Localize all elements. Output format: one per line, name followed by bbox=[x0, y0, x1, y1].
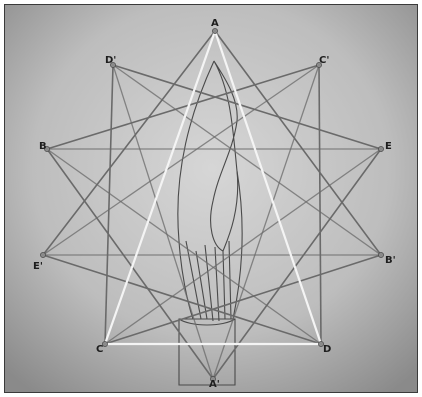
label-E-prime: E' bbox=[33, 261, 43, 272]
label-A-prime: A' bbox=[209, 379, 220, 390]
vertex-dot-a bbox=[212, 28, 217, 33]
figure-frame: A D' C' B E E' B' C D A' bbox=[4, 4, 418, 393]
star-decagon-diagram: A D' C' B E E' B' C D A' bbox=[5, 5, 418, 393]
label-D: D bbox=[323, 344, 331, 355]
label-D-prime: D' bbox=[105, 55, 116, 66]
label-B-prime: B' bbox=[385, 255, 396, 266]
vertex-dot-b-prime bbox=[378, 252, 383, 257]
label-C: C bbox=[96, 344, 103, 355]
label-C-prime: C' bbox=[319, 55, 329, 66]
vertex-dot-e bbox=[378, 146, 383, 151]
paper-background bbox=[5, 5, 418, 393]
vertex-dot-e-prime bbox=[40, 252, 45, 257]
label-E: E bbox=[385, 141, 392, 152]
label-A: A bbox=[211, 18, 219, 29]
label-B: B bbox=[39, 141, 47, 152]
